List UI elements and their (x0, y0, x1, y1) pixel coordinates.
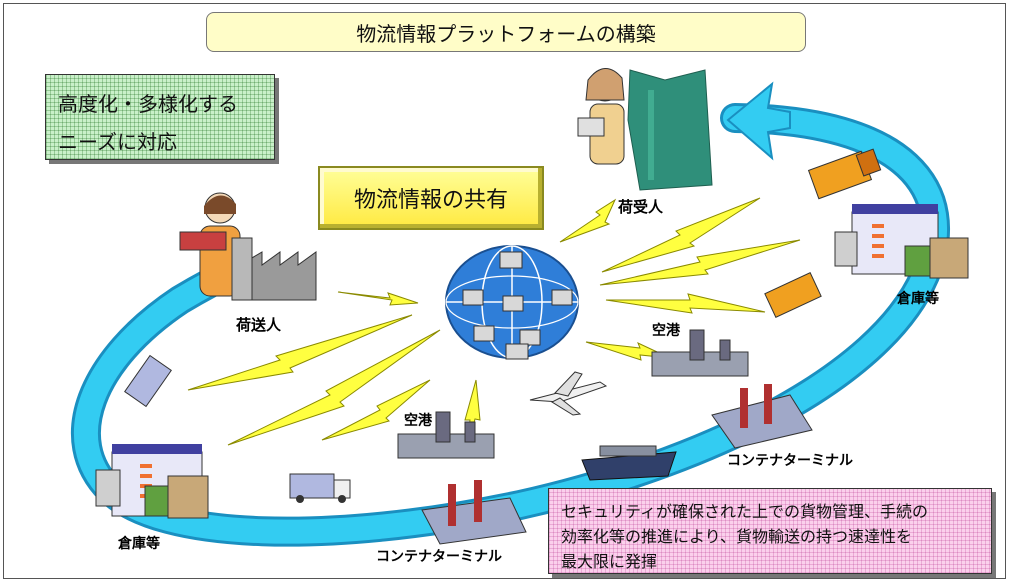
lightning-bolt (337, 291, 419, 306)
lightning-bolts (187, 197, 801, 456)
network-globe-icon (445, 245, 579, 360)
security-line-3: 最大限に発揮 (561, 552, 658, 571)
airport-right-label: 空港 (652, 323, 680, 339)
shipper-label: 荷送人 (236, 316, 282, 334)
needs-box: 高度化・多様化する ニーズに対応 (45, 74, 275, 160)
warehouse-left-label: 倉庫等 (118, 536, 160, 552)
lightning-bolt (605, 293, 766, 314)
lightning-bolt (187, 314, 413, 391)
loop-arrowhead (726, 81, 791, 161)
container-terminal-bottom-label: コンテナターミナル (376, 549, 502, 565)
container-terminal-bottom-illustration (421, 480, 527, 545)
airport-right-illustration (651, 329, 749, 377)
warehouse-right-label: 倉庫等 (897, 291, 939, 307)
needs-line-2: ニーズに対応 (58, 130, 177, 154)
security-line-1: セキュリティが確保された上での貨物管理、手続の (561, 502, 929, 521)
truck-icon (764, 271, 822, 319)
page-title: 物流情報プラットフォームの構築 (206, 12, 806, 52)
container-terminal-right-label: コンテナターミナル (727, 453, 853, 469)
security-line-2: 効率化等の推進により、貨物輸送の持つ速達性を (561, 527, 913, 546)
warehouse-right-illustration (834, 204, 969, 279)
consignee-illustration (577, 68, 713, 191)
airport-left-illustration (397, 411, 495, 459)
lightning-bolt (559, 198, 617, 243)
lightning-bolt (321, 379, 431, 441)
info-sharing-box: 物流情報の共有 (318, 166, 544, 230)
airport-left-label: 空港 (404, 413, 432, 429)
lightning-bolt (227, 329, 441, 446)
lightning-bolt (599, 239, 801, 286)
security-note-box: セキュリティが確保された上での貨物管理、手続の 効率化等の推進により、貨物輸送の… (548, 488, 992, 574)
container-terminal-right-illustration (711, 384, 813, 449)
truck-icon (124, 354, 172, 408)
lightning-bolt (601, 197, 761, 273)
airplane-icon (529, 371, 608, 416)
needs-line-1: 高度化・多様化する (58, 92, 238, 116)
truck-icon (807, 148, 882, 200)
warehouse-left-illustration (95, 444, 209, 519)
ship-icon (581, 445, 677, 481)
truck-icon (289, 473, 351, 503)
consignee-label: 荷受人 (618, 198, 664, 216)
shipper-illustration (179, 192, 317, 301)
